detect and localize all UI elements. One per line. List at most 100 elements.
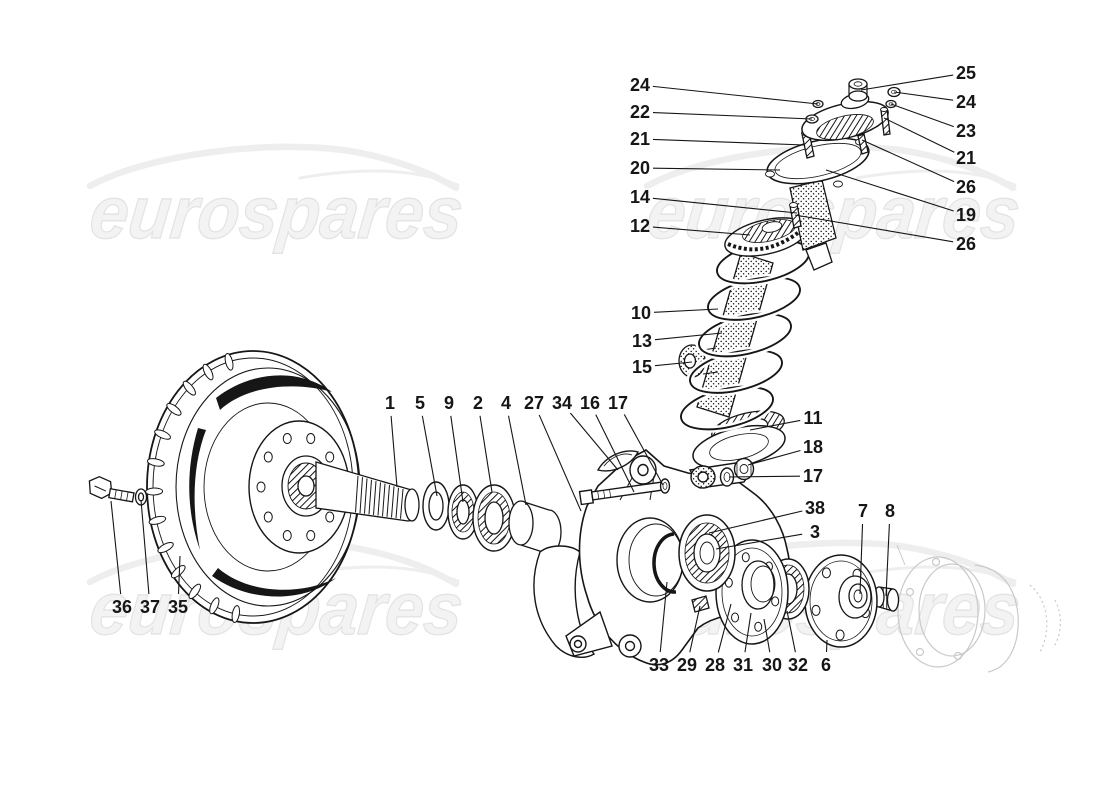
drawing-segment — [897, 556, 979, 668]
leader-line-25 — [860, 74, 954, 91]
leader-line-26 — [861, 139, 955, 183]
spline-line — [355, 475, 359, 513]
disc-slot — [157, 542, 174, 554]
watermark-swoosh — [86, 143, 460, 192]
part-callout-21: 21 — [630, 129, 650, 149]
leader-line-31 — [744, 612, 752, 653]
leader-line-35 — [177, 555, 181, 595]
part-callout-15: 15 — [632, 357, 652, 377]
drawing-segment — [683, 353, 697, 369]
drawing-segment — [1029, 584, 1048, 653]
part-callout-37: 37 — [140, 597, 160, 617]
leader-line-10 — [653, 308, 719, 313]
leader-line-8 — [885, 523, 890, 597]
wheel-bolt-hole — [306, 432, 316, 444]
stub-axle-shaft — [315, 461, 420, 522]
fixing-bolt — [88, 475, 135, 503]
hub-flange-hole — [741, 552, 750, 563]
hub-stud — [691, 595, 710, 613]
part-callout-17: 17 — [608, 393, 628, 413]
watermark-swoosh-accent — [855, 169, 1017, 187]
leader-line-21 — [883, 117, 955, 153]
wheel-bolt-hole — [263, 511, 273, 523]
part-callout-24: 24 — [630, 75, 650, 95]
drawing-segment — [816, 114, 874, 140]
mount-stud-right — [880, 107, 891, 136]
disc-slot — [231, 605, 241, 623]
drawing-segment — [114, 489, 117, 499]
drawing-segment — [848, 583, 868, 609]
drawing-segment — [697, 471, 709, 483]
spline-line — [377, 482, 381, 516]
leader-line-5 — [421, 415, 438, 497]
drawing-segment — [905, 587, 915, 597]
leader-line-24 — [652, 85, 819, 105]
leader-line-23 — [890, 103, 954, 128]
drawing-segment — [189, 428, 206, 550]
lower-mount-plate — [765, 137, 870, 188]
drawing-segment — [733, 457, 755, 481]
watermark-text: eurospares — [86, 171, 467, 254]
spline-line — [368, 479, 372, 515]
leader-line-16 — [595, 414, 635, 493]
upper-mount-plate — [801, 92, 889, 142]
wheel-bolt-hole — [306, 530, 316, 542]
spline-line — [400, 488, 404, 519]
leader-line-36 — [110, 500, 122, 595]
leader-line-27 — [538, 414, 582, 512]
drawing-segment — [739, 464, 749, 474]
leader-line-38 — [708, 510, 803, 534]
wheel-bolt-hole — [256, 481, 266, 493]
drawing-segment — [699, 541, 715, 565]
leader-line-12 — [652, 226, 751, 236]
drawing-segment — [126, 491, 129, 501]
outer-wheel-bearing — [678, 514, 736, 592]
part-callout-11: 11 — [803, 408, 822, 428]
drawing-segment — [137, 492, 145, 502]
drawing-segment — [953, 651, 963, 661]
drawing-segment — [918, 563, 986, 657]
watermark-text: eurospares — [86, 567, 467, 650]
drawing-segment — [484, 501, 504, 535]
drawing-segment — [789, 202, 798, 208]
part-callout-7: 7 — [858, 501, 868, 521]
disc-slot — [224, 353, 234, 371]
drawing-segment — [216, 375, 332, 410]
part-callout-31: 31 — [733, 655, 753, 675]
drawing-segment — [212, 568, 336, 597]
leader-line-17 — [728, 475, 801, 478]
bump-stop-rubber — [789, 179, 837, 271]
fork-eye — [629, 455, 657, 485]
disc-slot — [148, 515, 167, 525]
drawing-segment — [596, 450, 640, 472]
part-callout-28: 28 — [705, 655, 725, 675]
disc-slot — [170, 564, 186, 579]
drawing-segment — [597, 489, 612, 500]
drawing-segment — [456, 499, 470, 525]
leader-line-26 — [794, 214, 954, 243]
disc-slot — [202, 363, 214, 381]
drive-flange — [804, 554, 878, 648]
spline-line — [359, 477, 363, 514]
part-callout-24: 24 — [956, 92, 976, 112]
leader-line-15 — [654, 361, 693, 367]
shock-absorber-assembly — [677, 78, 901, 470]
spline-line — [386, 484, 390, 517]
leader-line-11 — [749, 419, 801, 431]
watermark-1: eurospares — [86, 143, 468, 255]
drawing-segment — [833, 180, 843, 188]
drawing-segment — [404, 488, 420, 522]
leader-line-37 — [140, 499, 150, 595]
part-callout-32: 32 — [788, 655, 808, 675]
leader-line-30 — [763, 618, 771, 653]
knuckle-lower-eye — [618, 634, 642, 658]
leader-line-19 — [825, 169, 954, 212]
leader-line-17 — [623, 414, 664, 486]
drawing-segment — [297, 475, 315, 497]
drawing-segment — [693, 533, 721, 573]
wheel-bolt-hole — [263, 451, 273, 463]
disc-slot — [146, 458, 165, 467]
part-callout-26: 26 — [956, 177, 976, 197]
part-callout-29: 29 — [677, 655, 697, 675]
